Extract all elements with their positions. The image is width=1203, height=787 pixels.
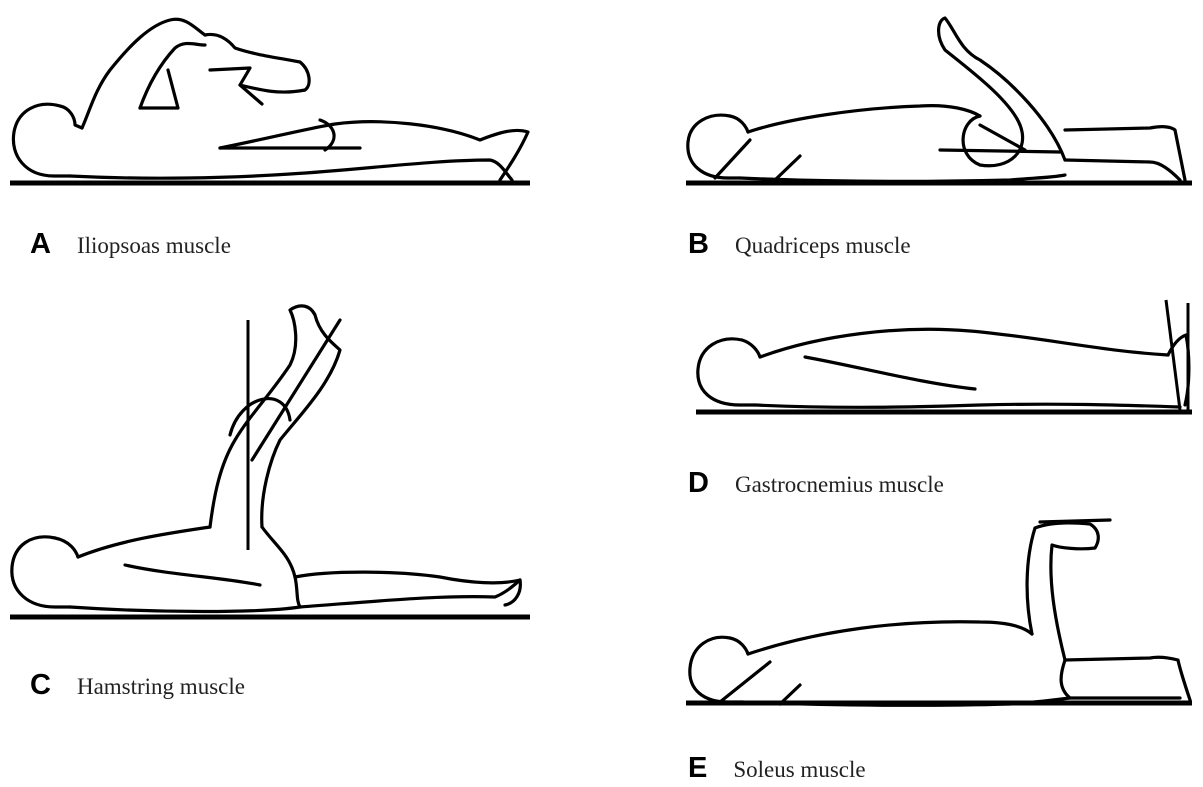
muscle-label-quadriceps: Quadriceps muscle [735, 233, 911, 259]
muscle-label-hamstring: Hamstring muscle [77, 674, 245, 700]
caption-d: D Gastrocnemius muscle [688, 467, 944, 500]
caption-a: A Iliopsoas muscle [30, 228, 231, 261]
figure-e-drawing [680, 510, 1200, 715]
panel-letter-a: A [30, 228, 51, 261]
muscle-label-iliopsoas: Iliopsoas muscle [77, 233, 231, 259]
muscle-label-soleus: Soleus muscle [733, 757, 865, 783]
figure-e-soleus-stretch [680, 510, 1200, 715]
figure-d-drawing [680, 295, 1200, 420]
figure-a-iliopsoas-stretch [0, 0, 545, 195]
figure-c-hamstring-stretch [0, 295, 545, 630]
panel-letter-e: E [688, 752, 707, 785]
caption-e: E Soleus muscle [688, 752, 866, 785]
figure-a-drawing [0, 0, 545, 195]
muscle-label-gastrocnemius: Gastrocnemius muscle [735, 472, 944, 498]
figure-b-drawing [680, 0, 1200, 195]
panel-letter-b: B [688, 228, 709, 261]
caption-b: B Quadriceps muscle [688, 228, 911, 261]
figure-d-gastrocnemius-stretch [680, 295, 1200, 420]
figure-b-quadriceps-stretch [680, 0, 1200, 195]
panel-letter-c: C [30, 669, 51, 702]
panel-letter-d: D [688, 467, 709, 500]
caption-c: C Hamstring muscle [30, 669, 245, 702]
figure-c-drawing [0, 295, 545, 630]
